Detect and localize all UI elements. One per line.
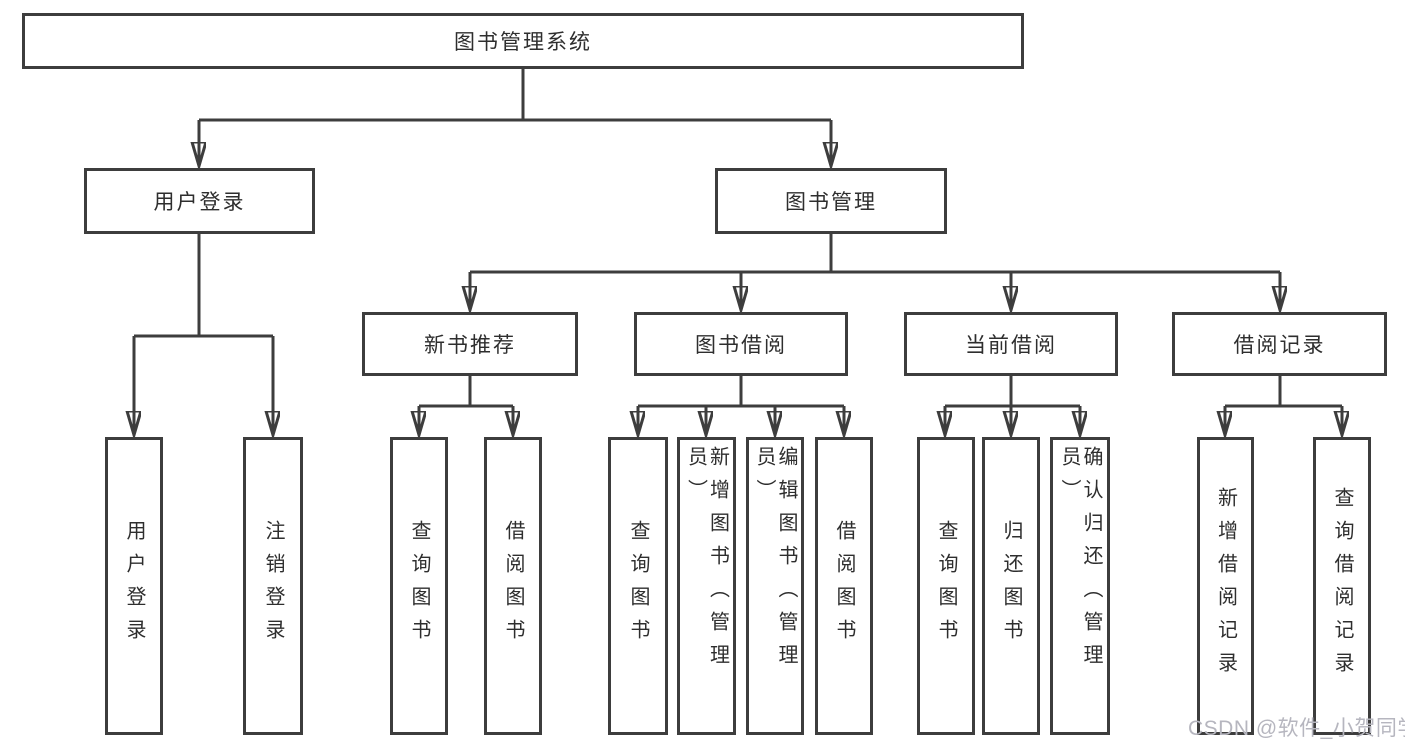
leaf-bb-edit-books-admin: 编辑图书（管理员） [746, 437, 804, 735]
leaf-cb-confirm-return-admin: 确认归还（管理员） [1050, 437, 1110, 735]
node-book-borrowing: 图书借阅 [634, 312, 848, 376]
node-label: 图书借阅 [695, 334, 787, 357]
csdn-watermark: CSDN @软件_小贺同学 [1188, 717, 1405, 740]
node-current-borrowing: 当前借阅 [904, 312, 1118, 376]
leaf-cb-return-books: 归还图书 [982, 437, 1040, 735]
node-label: 注销登录 [262, 520, 284, 652]
leaf-br-query-borrow-record: 查询借阅记录 [1313, 437, 1371, 735]
node-library-management-system: 图书管理系统 [22, 13, 1024, 69]
node-label: 编辑图书（管理员） [753, 446, 797, 677]
leaf-logout: 注销登录 [243, 437, 303, 735]
node-label: 查询借阅记录 [1331, 487, 1353, 685]
node-label: 借阅图书 [502, 520, 524, 652]
node-label: 借阅记录 [1233, 334, 1326, 357]
leaf-nbr-query-books: 查询图书 [390, 437, 448, 735]
node-new-book-recommendation: 新书推荐 [362, 312, 578, 376]
node-label: 查询图书 [627, 520, 649, 652]
node-book-management-branch: 图书管理 [715, 168, 947, 234]
node-label: 归还图书 [1000, 520, 1022, 652]
node-borrowing-records: 借阅记录 [1172, 312, 1387, 376]
node-label: 查询图书 [935, 520, 957, 652]
node-user-login-branch: 用户登录 [84, 168, 315, 234]
node-label: 新增图书（管理员） [684, 446, 729, 677]
leaf-bb-add-books-admin: 新增图书（管理员） [677, 437, 736, 735]
leaf-br-add-borrow-record: 新增借阅记录 [1197, 437, 1254, 735]
leaf-user-login: 用户登录 [105, 437, 163, 735]
node-label: 用户登录 [123, 520, 145, 652]
leaf-nbr-borrow-books: 借阅图书 [484, 437, 542, 735]
leaf-bb-query-books: 查询图书 [608, 437, 668, 735]
node-label: 当前借阅 [965, 334, 1057, 357]
node-label: 借阅图书 [833, 520, 855, 652]
leaf-bb-borrow-books: 借阅图书 [815, 437, 873, 735]
node-label: 新增借阅记录 [1214, 487, 1237, 685]
node-label: 图书管理系统 [454, 31, 592, 54]
leaf-cb-query-books: 查询图书 [917, 437, 975, 735]
node-label: 用户登录 [153, 191, 246, 214]
node-label: 图书管理 [785, 191, 877, 214]
node-label: 确认归还（管理员） [1058, 446, 1102, 677]
node-label: 查询图书 [408, 520, 430, 652]
node-label: 新书推荐 [424, 334, 516, 357]
